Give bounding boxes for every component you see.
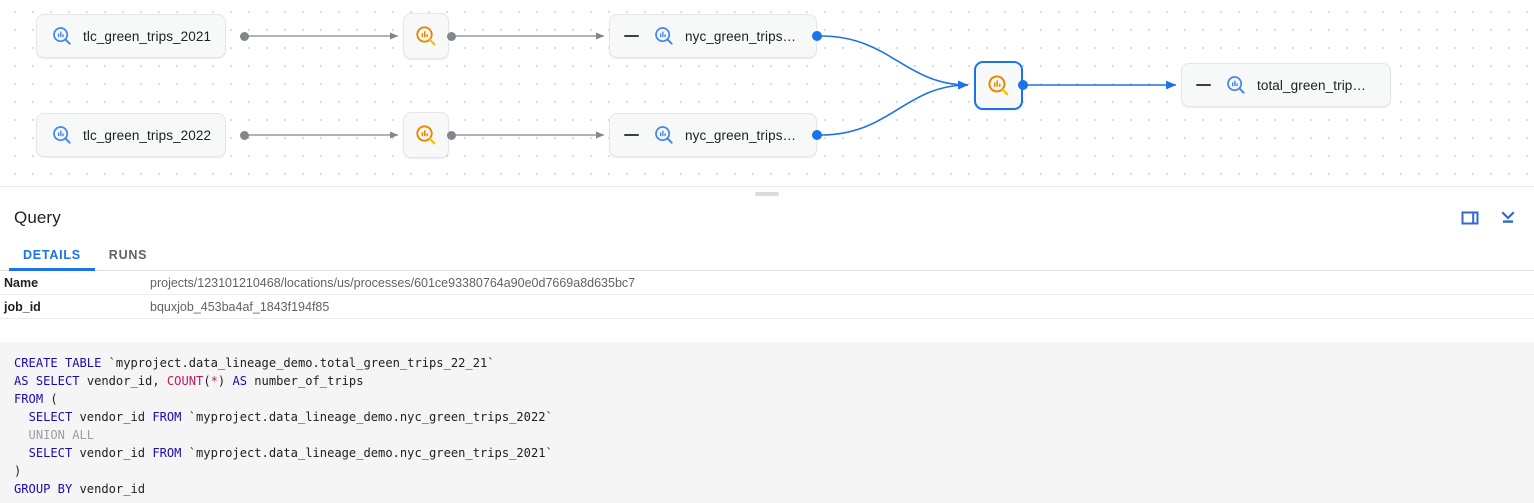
page-title: Query — [14, 208, 61, 227]
bigquery-process-icon — [414, 123, 438, 147]
bigquery-table-icon — [51, 124, 73, 146]
lineage-node-label: tlc_green_trips_2021 — [83, 28, 212, 44]
node-output-port[interactable] — [240, 31, 249, 41]
node-output-port[interactable] — [812, 130, 822, 140]
bigquery-process-icon — [986, 73, 1011, 98]
details-table: Name projects/123101210468/locations/us/… — [0, 271, 1534, 319]
collapse-node-icon[interactable] — [624, 134, 639, 136]
lineage-node-nyc-green-trips-2022[interactable]: nyc_green_trips… — [609, 113, 817, 157]
lineage-node-label: nyc_green_trips… — [685, 28, 797, 44]
lineage-node-process-1[interactable] — [403, 13, 449, 59]
node-output-port[interactable] — [240, 130, 249, 140]
lineage-node-label: nyc_green_trips… — [685, 127, 797, 143]
panel-header: Query — [0, 196, 1534, 240]
detail-value: bquxjob_453ba4af_1843f194f85 — [150, 299, 330, 314]
detail-key: job_id — [4, 299, 41, 314]
lineage-graph-canvas[interactable]: tlc_green_trips_2021 tlc_green_trips_202… — [0, 0, 1534, 186]
lineage-node-label: tlc_green_trips_2022 — [83, 127, 212, 143]
detail-key: Name — [4, 275, 39, 290]
sql-code-content: CREATE TABLE `myproject.data_lineage_dem… — [14, 356, 553, 497]
lineage-node-total-green-trips[interactable]: total_green_trip… — [1181, 63, 1391, 107]
bigquery-process-icon — [414, 24, 438, 48]
node-output-port[interactable] — [1018, 80, 1028, 90]
tab-details[interactable]: DETAILS — [9, 240, 95, 271]
drag-grip-icon — [755, 191, 779, 196]
lineage-node-label: total_green_trip… — [1257, 77, 1367, 93]
panel-tabs: DETAILS RUNS — [0, 240, 1534, 271]
lineage-node-tlc-green-trips-2021[interactable]: tlc_green_trips_2021 — [36, 14, 227, 58]
sql-code-block[interactable]: CREATE TABLE `myproject.data_lineage_dem… — [0, 342, 1534, 503]
detail-value: projects/123101210468/locations/us/proce… — [150, 275, 636, 290]
toggle-side-panel-icon[interactable] — [1458, 206, 1482, 230]
lineage-node-process-selected[interactable] — [974, 61, 1023, 110]
edge-nyc2021-proc-selected — [820, 35, 969, 90]
edge-nyc2022-proc-selected — [820, 80, 969, 136]
lineage-node-nyc-green-trips-2021[interactable]: nyc_green_trips… — [609, 14, 817, 58]
table-row: Name projects/123101210468/locations/us/… — [0, 271, 1534, 295]
query-details-panel: Query DETAILS RUNS Name projects/1231012… — [0, 196, 1534, 503]
lineage-node-process-2[interactable] — [403, 112, 449, 158]
node-output-port[interactable] — [447, 130, 456, 140]
bigquery-table-icon — [653, 124, 675, 146]
node-output-port[interactable] — [812, 31, 822, 41]
tab-runs[interactable]: RUNS — [108, 248, 148, 262]
node-output-port[interactable] — [447, 31, 456, 41]
table-row: job_id bquxjob_453ba4af_1843f194f85 — [0, 295, 1534, 319]
panel-header-actions — [1458, 206, 1520, 230]
bigquery-table-icon — [1225, 74, 1247, 96]
lineage-node-tlc-green-trips-2022[interactable]: tlc_green_trips_2022 — [36, 113, 227, 157]
bigquery-table-icon — [51, 25, 73, 47]
collapse-panel-icon[interactable] — [1496, 206, 1520, 230]
collapse-node-icon[interactable] — [1196, 84, 1211, 86]
collapse-node-icon[interactable] — [624, 35, 639, 37]
bigquery-table-icon — [653, 25, 675, 47]
